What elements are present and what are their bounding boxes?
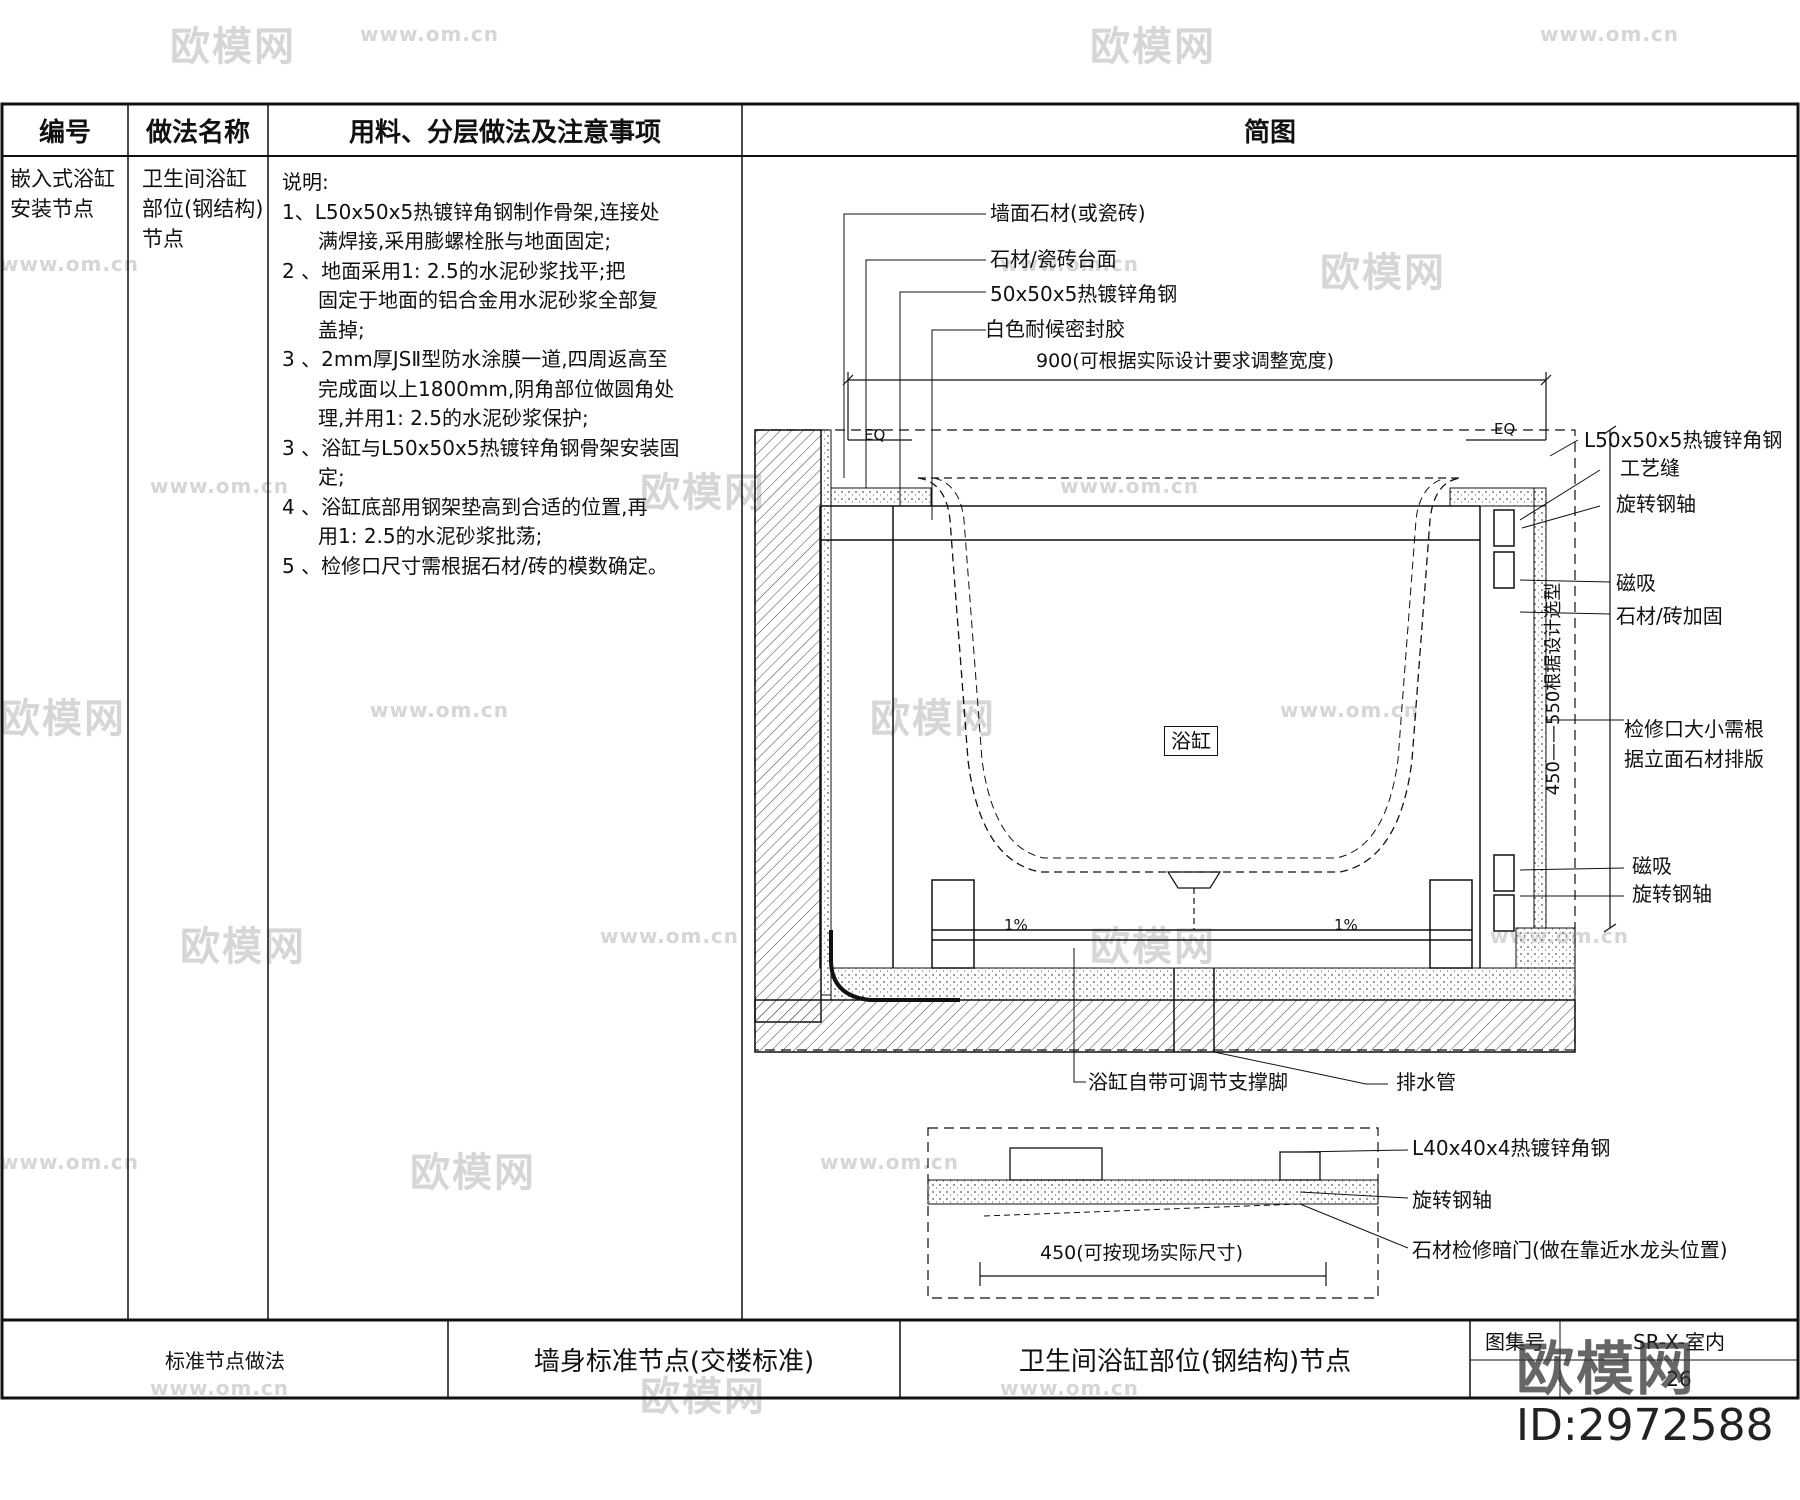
label-stone-reinforce: 石材/砖加固 [1616, 604, 1723, 628]
watermark-brand: 欧模网 [1090, 924, 1216, 970]
label-angle-steel-50: 50x50x5热镀锌角钢 [990, 282, 1178, 306]
label-tub: 浴缸 [1164, 726, 1218, 756]
brand-logo: 欧模网 [1516, 1335, 1697, 1403]
watermark-brand: 欧模网 [1320, 250, 1446, 296]
watermark-url: www.om.cn [370, 698, 510, 722]
watermark-brand: 欧模网 [180, 924, 306, 970]
watermark-brand: 欧模网 [1090, 24, 1216, 70]
footer-series: 墙身标准节点(交楼标准) [533, 1346, 815, 1377]
note-continuation: 完成面以上1800mm,阴角部位做圆角处 [318, 376, 675, 401]
notes-block: 说明: 1、L50x50x5热镀锌角钢制作骨架,连接处满焊接,采用膨螺栓胀与地面… [282, 168, 740, 581]
asset-id: ID:2972588 [1516, 1400, 1774, 1451]
watermark-url: www.om.cn [150, 474, 290, 498]
watermark-url: www.om.cn [1280, 698, 1420, 722]
note-number: 3 、 [282, 347, 322, 371]
door-dimension: 450(可按现场实际尺寸) [1040, 1242, 1244, 1264]
note-continuation: 定; [318, 465, 345, 489]
header-diagram: 简图 [1243, 117, 1296, 148]
note-continuation: 用1: 2.5的水泥砂浆批荡; [318, 524, 543, 548]
note-number: 4 、 [282, 494, 322, 519]
note-item: 2 、地面采用1: 2.5的水泥砂浆找平;把 [282, 257, 740, 287]
watermark-brand: 欧模网 [870, 696, 996, 742]
slope-left: 1% [1004, 916, 1028, 934]
note-continuation: 固定于地面的铝合金用水泥砂浆全部复 [318, 288, 658, 312]
note-item: 1、L50x50x5热镀锌角钢制作骨架,连接处 [282, 198, 740, 228]
note-text: 检修口尺寸需根据石材/砖的模数确定。 [321, 553, 668, 578]
watermark-brand: 欧模网 [170, 24, 296, 70]
note-number: 2 、 [282, 258, 322, 283]
height-dimension: 450——550根据设计选型 [1543, 582, 1564, 796]
notes-title: 说明: [282, 170, 329, 194]
note-item: 5 、检修口尺寸需根据石材/砖的模数确定。 [282, 552, 740, 582]
label-sealant: 白色耐候密封胶 [985, 317, 1125, 341]
watermark-brand: 欧模网 [640, 470, 766, 516]
page-number: 26 [1666, 1367, 1692, 1391]
label-drain: 排水管 [1396, 1070, 1456, 1094]
watermark-url: www.om.cn [1540, 22, 1680, 46]
watermark-brand: 欧模网 [410, 1150, 536, 1196]
header-code: 编号 [38, 117, 91, 148]
footer-title: 卫生间浴缸部位(钢结构)节点 [1018, 1346, 1352, 1377]
drawing-no-label: 图集号 [1485, 1329, 1545, 1354]
note-continuation: 满焊接,采用膨螺栓胀与地面固定; [318, 229, 612, 253]
note-continuation: 理,并用1: 2.5的水泥砂浆保护; [318, 406, 589, 430]
watermark-url: www.om.cn [0, 252, 140, 276]
watermark-brand: 欧模网 [0, 696, 126, 742]
note-item: 3 、浴缸与L50x50x5热镀锌角钢骨架安装固 [282, 434, 740, 464]
label-magnet-top: 磁吸 [1616, 571, 1656, 595]
note-number: 1、 [282, 199, 315, 224]
watermark-url: www.om.cn [360, 22, 500, 46]
note-text: 地面采用1: 2.5的水泥砂浆找平;把 [321, 258, 626, 283]
note-continuation: 盖掉; [318, 317, 365, 342]
note-number: 3 、 [282, 435, 322, 460]
notes-list: 1、L50x50x5热镀锌角钢制作骨架,连接处满焊接,采用膨螺栓胀与地面固定;2… [282, 198, 740, 582]
footer-category: 标准节点做法 [165, 1348, 285, 1373]
eq-right: EQ [1494, 420, 1516, 438]
label-angle-steel-40: L40x40x4热镀锌角钢 [1412, 1136, 1611, 1160]
row-code: 嵌入式浴缸安装节点 [10, 167, 115, 221]
note-text: 浴缸底部用钢架垫高到合适的位置,再 [321, 494, 648, 519]
note-text: 浴缸与L50x50x5热镀锌角钢骨架安装固 [321, 435, 680, 460]
drawing-no: SR-X-室内 [1633, 1329, 1725, 1354]
watermark-url: www.om.cn [820, 1150, 960, 1174]
label-pivot-bottom: 旋转钢轴 [1632, 882, 1712, 906]
watermark-url: www.om.cn [0, 1150, 140, 1174]
note-item: 4 、浴缸底部用钢架垫高到合适的位置,再 [282, 493, 740, 523]
watermark-url: www.om.cn [1000, 252, 1140, 276]
header-method: 做法名称 [145, 117, 250, 148]
row-method: 卫生间浴缸部位(钢结构)节点 [142, 167, 264, 251]
label-counter-top: 石材/瓷砖台面 [990, 247, 1117, 271]
label-pivot-plan: 旋转钢轴 [1412, 1188, 1492, 1212]
width-dimension: 900(可根据实际设计要求调整宽度) [1036, 350, 1335, 372]
note-item: 3 、2mm厚JSⅡ型防水涂膜一道,四周返高至 [282, 345, 740, 375]
label-pivot-top: 旋转钢轴 [1616, 492, 1696, 516]
note-text: 2mm厚JSⅡ型防水涂膜一道,四周返高至 [321, 347, 668, 371]
bathtub-section-diagram [754, 213, 1625, 1299]
watermark-url: www.om.cn [600, 924, 740, 948]
note-number: 5 、 [282, 553, 322, 578]
label-magnet-bottom: 磁吸 [1632, 854, 1672, 878]
note-text: L50x50x5热镀锌角钢制作骨架,连接处 [314, 199, 660, 224]
label-support-feet: 浴缸自带可调节支撑脚 [1088, 1070, 1288, 1094]
label-right-angle-steel: L50x50x5热镀锌角钢 [1584, 428, 1783, 452]
label-wall-stone: 墙面石材(或瓷砖) [990, 201, 1146, 225]
watermark-url: www.om.cn [150, 1376, 290, 1400]
watermark-url: www.om.cn [1000, 1376, 1140, 1400]
slope-right: 1% [1334, 916, 1358, 934]
label-access-door: 石材检修暗门(做在靠近水龙头位置) [1412, 1238, 1728, 1262]
label-joint: 工艺缝 [1620, 456, 1680, 480]
label-access-note: 检修口大小需根据立面石材排版 [1624, 717, 1764, 771]
header-notes: 用料、分层做法及注意事项 [348, 117, 661, 148]
eq-left: EQ [864, 426, 886, 444]
